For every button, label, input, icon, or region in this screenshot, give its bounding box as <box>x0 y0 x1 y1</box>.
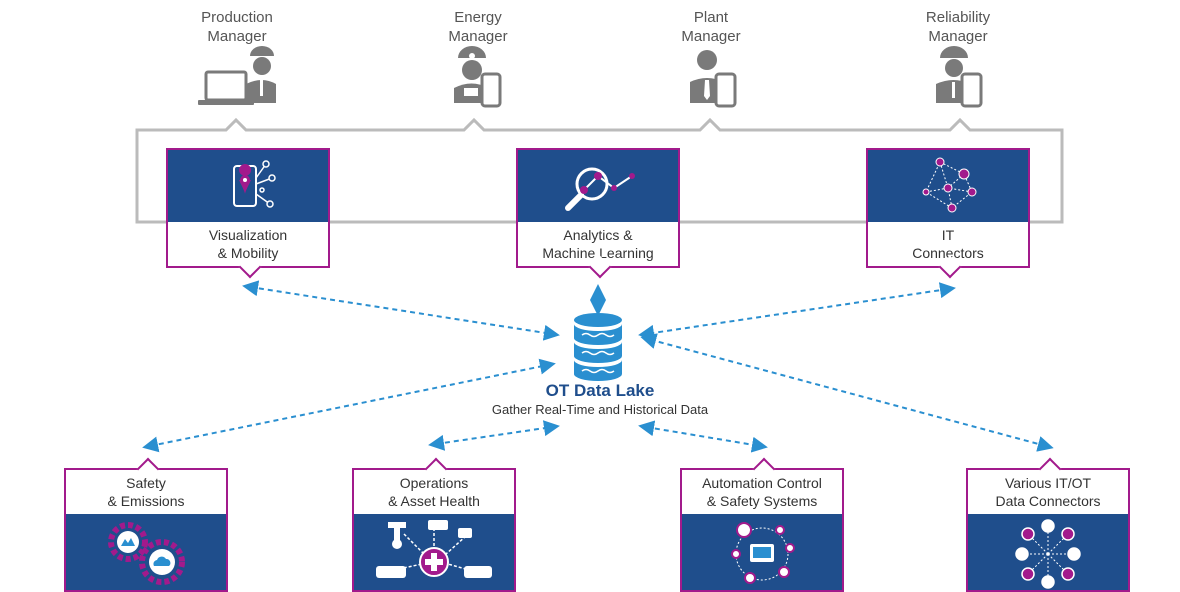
card-label-line1: Operations <box>399 475 469 491</box>
arrow-various <box>640 333 1054 452</box>
businessman-phone-icon <box>690 50 737 108</box>
card-label: IT Connectors <box>868 222 1028 266</box>
control-dashboard-icon <box>731 522 795 584</box>
card-label-line1: Visualization <box>208 227 288 243</box>
arrow-it-connectors <box>638 282 956 341</box>
card-label-line2: Machine Learning <box>542 245 654 261</box>
card-label-line1: Various IT/OT <box>1004 475 1092 491</box>
card-label: Various IT/OT Data Connectors <box>968 470 1128 514</box>
card-icon-panel <box>518 150 678 222</box>
card-icon-panel <box>168 150 328 222</box>
arrow-visualization <box>242 280 560 341</box>
role-label-line1: Plant <box>693 9 729 26</box>
card-various-it-ot: Various IT/OT Data Connectors <box>966 457 1130 592</box>
card-safety-emissions: Safety & Emissions <box>64 457 228 592</box>
card-label-line1: Safety <box>126 475 166 491</box>
mobile-location-icon <box>233 160 276 208</box>
role-reliability-manager: Reliability Manager <box>888 8 1028 46</box>
card-icon-panel <box>968 514 1128 590</box>
card-label-line2: & Safety Systems <box>706 493 818 509</box>
card-label: Operations & Asset Health <box>354 470 514 514</box>
role-production-manager: Production Manager <box>167 8 307 46</box>
role-label-line1: Reliability <box>925 9 991 26</box>
card-analytics-ml: Analytics & Machine Learning <box>516 148 680 279</box>
card-automation-control: Automation Control & Safety Systems <box>680 457 844 592</box>
role-energy-manager: Energy Manager <box>408 8 548 46</box>
card-label-line2: Connectors <box>912 245 984 261</box>
arrow-safety <box>142 358 556 453</box>
card-visualization-mobility: Visualization & Mobility <box>166 148 330 279</box>
data-lake-title: OT Data Lake <box>545 381 655 400</box>
role-label-line2: Manager <box>928 28 988 45</box>
card-label-line1: Analytics & <box>563 227 633 243</box>
role-label-line2: Manager <box>207 28 267 45</box>
worker-phone-icon <box>936 46 983 108</box>
role-plant-manager: Plant Manager <box>641 8 781 46</box>
role-label-line1: Production <box>201 9 273 26</box>
card-icon-panel <box>682 514 842 590</box>
data-lake-subtitle: Gather Real-Time and Historical Data <box>491 402 709 417</box>
role-label-line2: Manager <box>448 28 508 45</box>
card-label: Analytics & Machine Learning <box>518 222 678 266</box>
card-operations-asset-health: Operations & Asset Health <box>352 457 516 592</box>
card-label-line2: Data Connectors <box>995 493 1101 509</box>
role-label-line1: Energy <box>454 9 502 26</box>
asset-health-icon <box>376 520 492 578</box>
role-label-line2: Manager <box>681 28 741 45</box>
card-label-line2: & Emissions <box>107 493 185 509</box>
network-graph-icon <box>922 157 977 213</box>
miner-phone-icon <box>454 46 502 108</box>
card-label: Visualization & Mobility <box>168 222 328 266</box>
card-label-line2: & Asset Health <box>388 493 480 509</box>
card-label: Automation Control & Safety Systems <box>682 470 842 514</box>
card-it-connectors: IT Connectors <box>866 148 1030 279</box>
card-label-line1: IT <box>941 227 955 243</box>
magnifier-chart-icon <box>565 167 635 211</box>
card-label-line1: Automation Control <box>702 475 822 491</box>
laptop-worker-icon <box>198 46 276 105</box>
card-icon-panel <box>354 514 514 590</box>
card-label-line2: & Mobility <box>217 245 279 261</box>
arrow-operations <box>428 420 560 451</box>
connector-hub-icon <box>1015 519 1081 589</box>
card-icon-panel <box>66 514 226 590</box>
card-icon-panel <box>868 150 1028 222</box>
gears-cloud-icon <box>108 522 185 585</box>
card-label: Safety & Emissions <box>66 470 226 514</box>
